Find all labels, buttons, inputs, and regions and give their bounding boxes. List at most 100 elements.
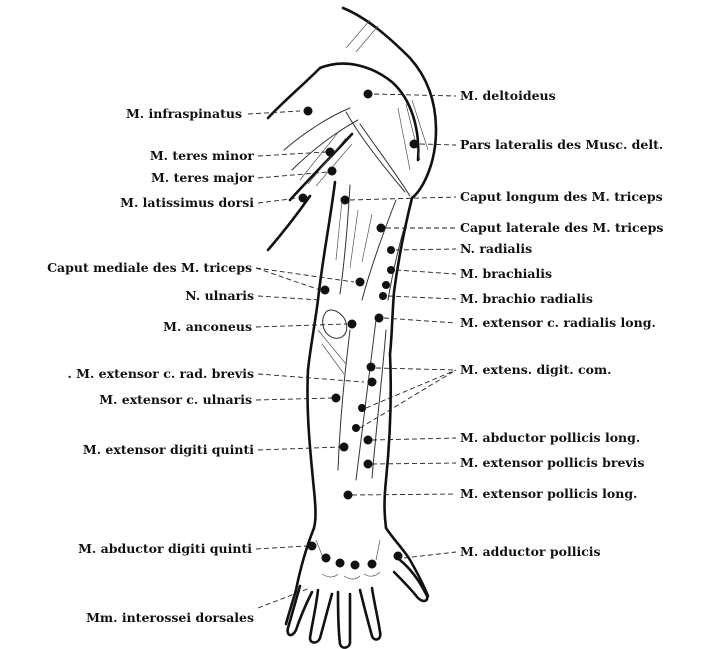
finger-little <box>288 586 312 635</box>
point-latissimus-dorsi <box>299 194 308 203</box>
forearm-radial-contour <box>385 354 391 528</box>
finger-index <box>360 588 380 639</box>
point-abductor-pollicis-long <box>364 436 373 445</box>
extensor-radialis-line <box>372 330 386 478</box>
leader-lines <box>248 94 456 608</box>
point-interosseus-3 <box>351 561 360 570</box>
point-n-ulnaris <box>321 286 330 295</box>
leader-extens-digit-com-1 <box>376 368 456 370</box>
point-extensor-pollicis-long <box>344 491 353 500</box>
leader-brachio-radialis <box>388 296 456 299</box>
leader-interossei-dorsales <box>258 588 310 608</box>
point-interosseus-2 <box>336 559 345 568</box>
leader-brachialis <box>396 270 456 274</box>
label-brachio-radialis: M. brachio radialis <box>460 291 593 306</box>
leader-extensor-radialis-long <box>384 318 456 323</box>
olecranon-outline <box>323 310 347 338</box>
point-caput-longum <box>341 196 350 205</box>
leader-extensor-pollicis-brevis <box>372 463 456 464</box>
point-n-radialis <box>387 246 395 254</box>
label-n-ulnaris: N. ulnaris <box>185 288 254 303</box>
leader-n-ulnaris <box>258 296 320 300</box>
leader-extensor-digiti-quinti <box>258 447 340 450</box>
leader-extensor-c-rad-brevis <box>258 374 364 382</box>
point-interosseus-1 <box>322 554 331 563</box>
label-brachialis: M. brachialis <box>460 266 552 281</box>
point-teres-minor <box>326 148 335 157</box>
point-abductor-digiti-quinti <box>308 542 317 551</box>
label-extens-digit-com: M. extens. digit. com. <box>460 362 611 377</box>
label-adductor-pollicis: M. adductor pollicis <box>460 544 601 559</box>
label-deltoideus: M. deltoideus <box>460 88 556 103</box>
point-extens-digit-com-1 <box>367 363 376 372</box>
leader-abductor-pollicis-long <box>372 438 456 440</box>
labels-right: M. deltoideus Pars lateralis des Musc. d… <box>460 88 663 559</box>
label-caput-mediale: Caput mediale des M. triceps <box>47 260 252 275</box>
finger-middle <box>338 592 350 648</box>
label-extensor-c-ulnaris: M. extensor c. ulnaris <box>99 392 252 407</box>
label-caput-longum: Caput longum des M. triceps <box>460 189 663 204</box>
point-extensor-digiti-quinti <box>340 443 349 452</box>
label-latissimus-dorsi: M. latissimus dorsi <box>120 195 254 210</box>
label-extensor-radialis-long: M. extensor c. radialis long. <box>460 315 656 330</box>
label-abductor-digiti-quinti: M. abductor digiti quinti <box>78 541 252 556</box>
leader-caput-mediale-2 <box>256 268 320 290</box>
point-anconeus <box>348 320 357 329</box>
point-extensor-c-ulnaris <box>332 394 341 403</box>
point-brachio-radialis <box>379 292 387 300</box>
leader-caput-mediale-1 <box>256 268 354 282</box>
leader-latissimus-dorsi <box>258 198 298 203</box>
point-adductor-pollicis <box>394 552 403 561</box>
leader-abductor-digiti-quinti <box>256 546 306 549</box>
extensor-digitorum-line <box>356 320 376 480</box>
deltoid-lower-edge <box>320 64 418 160</box>
finger-ring <box>310 590 332 643</box>
deltoid-front-edge <box>346 112 405 192</box>
leader-extensor-pollicis-long <box>352 494 456 495</box>
label-caput-laterale: Caput laterale des M. triceps <box>460 220 663 235</box>
label-abductor-pollicis-long: M. abductor pollicis long. <box>460 430 640 445</box>
label-anconeus: M. anconeus <box>163 319 252 334</box>
point-caput-mediale <box>356 278 365 287</box>
leader-adductor-pollicis <box>404 552 456 558</box>
point-brachialis-lower <box>382 281 390 289</box>
leader-n-radialis <box>396 249 456 250</box>
point-teres-major <box>328 167 337 176</box>
leader-extensor-c-ulnaris <box>256 398 332 400</box>
point-extensor-c-rad-brevis <box>368 378 377 387</box>
deltoid-inner-line <box>360 124 410 196</box>
motor-points <box>299 90 419 570</box>
point-infraspinatus <box>304 107 313 116</box>
label-teres-major: M. teres major <box>151 170 254 185</box>
leader-anconeus <box>256 324 346 327</box>
leader-deltoideus <box>374 94 456 96</box>
point-pars-lateralis <box>410 140 419 149</box>
label-n-radialis: N. radialis <box>460 241 532 256</box>
brachialis-line <box>388 228 404 300</box>
point-extensor-radialis-long <box>375 314 384 323</box>
label-extensor-c-rad-brevis: . M. extensor c. rad. brevis <box>67 366 254 381</box>
labels-left: M. infraspinatus M. teres minor M. teres… <box>47 106 254 625</box>
point-extensor-pollicis-brevis <box>364 460 373 469</box>
label-pars-lateralis: Pars lateralis des Musc. delt. <box>460 137 663 152</box>
leader-teres-major <box>258 172 328 178</box>
point-brachialis <box>387 266 395 274</box>
leader-teres-minor <box>258 152 326 156</box>
upper-arm-lateral-contour <box>390 198 412 354</box>
leader-caput-longum <box>350 197 456 200</box>
point-extens-digit-com-3 <box>352 424 360 432</box>
forearm-ulnar-contour <box>307 370 315 528</box>
teres-minor-edge <box>284 108 350 150</box>
point-deltoideus <box>364 90 373 99</box>
point-interosseus-4 <box>368 560 377 569</box>
label-teres-minor: M. teres minor <box>150 148 255 163</box>
leader-pars-lateralis <box>420 144 456 145</box>
label-infraspinatus: M. infraspinatus <box>126 106 242 121</box>
label-extensor-pollicis-brevis: M. extensor pollicis brevis <box>460 455 644 470</box>
upper-arm-ulnar-contour <box>268 196 310 250</box>
label-interossei-dorsales: Mm. interossei dorsales <box>86 610 254 625</box>
point-caput-laterale <box>377 224 386 233</box>
shoulder-outline <box>343 8 436 198</box>
label-extensor-pollicis-long: M. extensor pollicis long. <box>460 486 637 501</box>
